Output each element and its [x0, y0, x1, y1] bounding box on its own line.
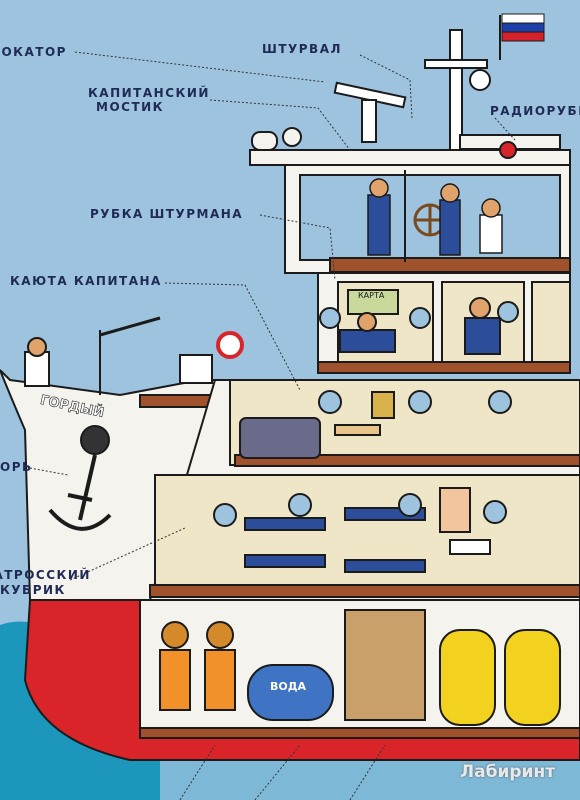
label-captain-cabin: КАЮТА КАПИТАНА [10, 274, 162, 288]
label-crew-line1: МАТРОССКИЙ [0, 568, 91, 582]
porthole-icon [319, 301, 519, 329]
label-bridge-line2: МОСТИК [96, 100, 164, 114]
label-navigator-room: РУБКА ШТУРМАНА [90, 207, 244, 221]
navigator-deck: КАРТА [317, 272, 571, 374]
chart-sign: КАРТА [358, 291, 385, 300]
flying-bridge [249, 127, 571, 166]
porthole-icon [213, 390, 512, 527]
hold [139, 599, 580, 739]
bridge-house [284, 164, 571, 274]
label-anchor: ЯКОРЬ [0, 460, 33, 474]
label-wheel: ШТУРВАЛ [262, 42, 342, 56]
label-radar: ЛОКАТОР [0, 45, 67, 59]
bridge-crew [367, 178, 503, 256]
leader-lines [29, 51, 516, 800]
anchor-icon [48, 425, 112, 531]
hull [148, 379, 580, 601]
label-crew-line2: КУБРИК [0, 583, 66, 597]
label-bridge-line1: КАПИТАНСКИЙ [88, 86, 210, 100]
water-tank-sign: ВОДА [270, 680, 307, 693]
flag-icon [499, 13, 545, 60]
radar-icon [333, 81, 407, 143]
watermark: Лабиринт [460, 762, 556, 782]
label-radio-room: РАДИОРУБКА [490, 104, 580, 118]
mast [424, 29, 491, 151]
